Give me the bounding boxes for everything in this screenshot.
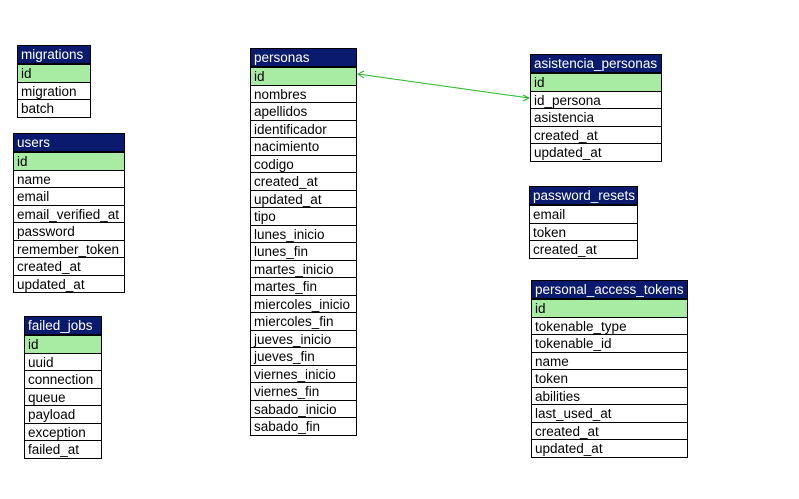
table-field: asistencia	[531, 108, 661, 126]
table-field: identificador	[251, 119, 356, 138]
table-field: apellidos	[251, 102, 356, 120]
table-field: miercoles_inicio	[251, 294, 356, 313]
table-field: created_at	[532, 421, 687, 440]
table-field: id_persona	[531, 90, 661, 109]
table-field: nacimiento	[251, 137, 356, 155]
table-field: email	[530, 205, 637, 223]
relation-line	[357, 73, 530, 99]
table-field: tipo	[251, 207, 356, 225]
table-title: personal_access_tokens	[532, 281, 687, 299]
table-asistencia-personas[interactable]: asistencia_personas id id_persona asiste…	[530, 54, 662, 162]
table-field: token	[530, 222, 637, 241]
table-password-resets[interactable]: password_resets email token created_at	[529, 186, 638, 259]
table-field: id	[251, 67, 356, 85]
table-field: migration	[18, 81, 90, 100]
table-field: connection	[25, 370, 101, 388]
table-failed-jobs[interactable]: failed_jobs id uuid connection queue pay…	[24, 316, 102, 459]
table-field: email	[14, 187, 124, 205]
table-field: email_verified_at	[14, 204, 124, 223]
table-field: batch	[18, 99, 90, 117]
table-field: jueves_inicio	[251, 329, 356, 348]
table-title: password_resets	[530, 187, 637, 205]
table-title: failed_jobs	[25, 317, 101, 335]
table-title: asistencia_personas	[531, 55, 661, 73]
table-field: jueves_fin	[251, 347, 356, 365]
table-field: queue	[25, 387, 101, 406]
table-field: created_at	[531, 125, 661, 144]
table-field: payload	[25, 405, 101, 423]
table-field: created_at	[251, 172, 356, 190]
table-field: id	[25, 335, 101, 353]
table-field: tokenable_id	[532, 334, 687, 352]
table-field: lunes_fin	[251, 242, 356, 260]
table-field: updated_at	[531, 143, 661, 161]
table-field: name	[14, 169, 124, 188]
table-field: token	[532, 369, 687, 387]
table-field: nombres	[251, 84, 356, 103]
table-field: sabado_fin	[251, 417, 356, 435]
relation-arrow-end	[522, 94, 531, 102]
table-personas[interactable]: personas id nombres apellidos identifica…	[250, 48, 357, 436]
table-field: martes_inicio	[251, 259, 356, 278]
table-field: martes_fin	[251, 277, 356, 295]
table-users[interactable]: users id name email email_verified_at pa…	[13, 133, 125, 293]
table-field: exception	[25, 422, 101, 441]
table-field: viernes_inicio	[251, 364, 356, 383]
table-field: id	[18, 64, 90, 82]
table-field: sabado_inicio	[251, 399, 356, 418]
table-personal-access-tokens[interactable]: personal_access_tokens id tokenable_type…	[531, 280, 688, 458]
table-field: created_at	[530, 240, 637, 258]
table-field: last_used_at	[532, 404, 687, 422]
table-field: created_at	[14, 257, 124, 275]
table-field: viernes_fin	[251, 382, 356, 400]
table-field: password	[14, 222, 124, 240]
table-field: updated_at	[251, 189, 356, 208]
table-title: personas	[251, 49, 356, 67]
table-field: tokenable_type	[532, 316, 687, 335]
table-field: miercoles_fin	[251, 312, 356, 330]
table-title: migrations	[18, 46, 90, 64]
table-field: failed_at	[25, 440, 101, 458]
table-field: id	[14, 152, 124, 170]
table-field: codigo	[251, 154, 356, 173]
table-field: updated_at	[532, 439, 687, 457]
table-field: updated_at	[14, 274, 124, 293]
table-field: lunes_inicio	[251, 224, 356, 243]
table-field: uuid	[25, 352, 101, 371]
table-title: users	[14, 134, 124, 152]
relation-arrow-start	[357, 70, 365, 79]
table-migrations[interactable]: migrations id migration batch	[17, 45, 91, 118]
table-field: name	[532, 351, 687, 370]
table-field: id	[532, 299, 687, 317]
table-field: abilities	[532, 386, 687, 405]
table-field: id	[531, 73, 661, 91]
table-field: remember_token	[14, 239, 124, 258]
